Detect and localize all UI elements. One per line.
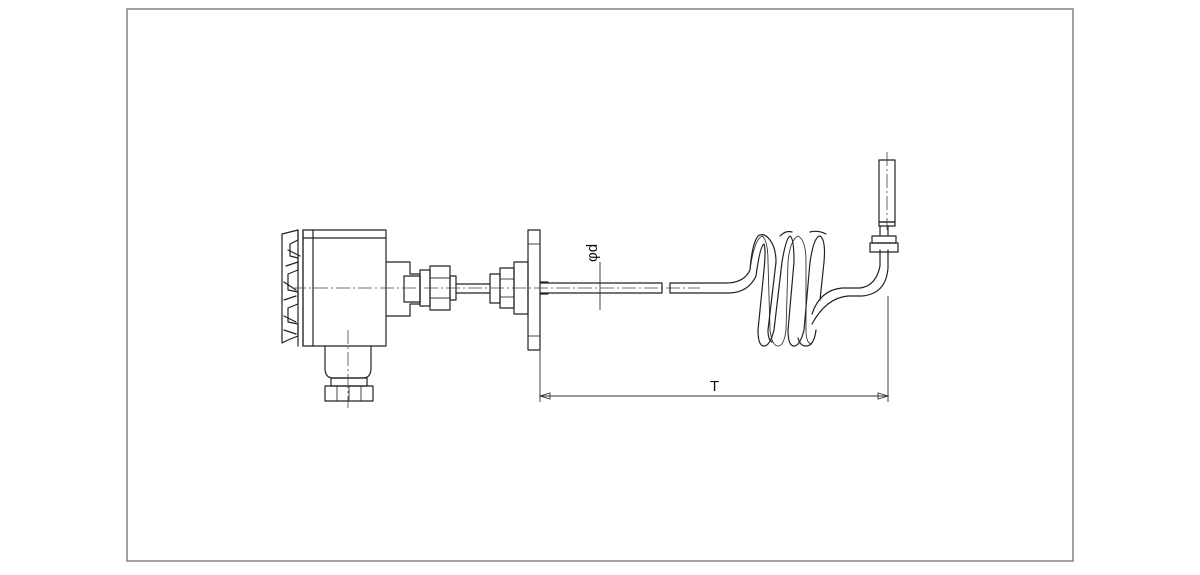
mounting-flange: [513, 229, 549, 351]
diameter-dimension: φd: [584, 244, 601, 310]
sensor-tip: [869, 152, 899, 253]
length-label: T: [710, 378, 719, 395]
probe-tube: [539, 269, 757, 294]
junction-box-head: [281, 229, 421, 408]
diameter-label: φd: [584, 244, 601, 262]
coiled-capillary: [749, 230, 889, 347]
drawing-frame: [126, 8, 1074, 562]
length-dimension: T: [538, 296, 890, 402]
